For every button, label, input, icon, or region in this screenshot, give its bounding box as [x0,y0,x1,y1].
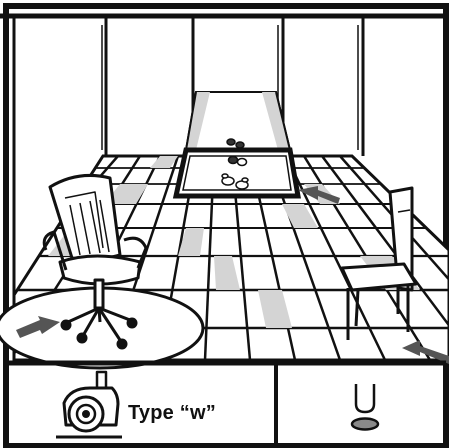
left-panel-label: Type “w” [128,402,216,425]
doorway [186,92,290,150]
felt-glide-icon [352,384,378,430]
doormat [176,150,298,196]
